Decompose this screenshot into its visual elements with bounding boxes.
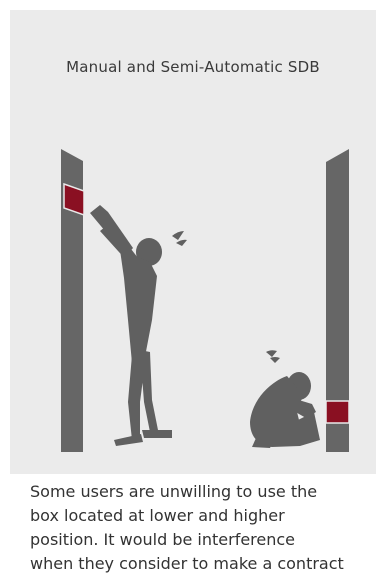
caption-line: box located at lower and higher: [30, 504, 384, 528]
low-deposit-box: [326, 401, 349, 423]
sweat-drop-icon: [172, 231, 184, 240]
crouching-person: [250, 372, 320, 448]
caption-line: position. It would be interference: [30, 528, 384, 552]
caption-line: Some users are unwilling to use the: [30, 480, 384, 504]
sweat-drop-icon: [270, 357, 280, 363]
reaching-person: [90, 205, 172, 446]
sweat-drop-icon: [176, 240, 187, 246]
caption: Some users are unwilling to use the box …: [30, 480, 384, 576]
sweat-drop-icon: [266, 350, 277, 357]
caption-line: when they consider to make a contract: [30, 552, 384, 576]
